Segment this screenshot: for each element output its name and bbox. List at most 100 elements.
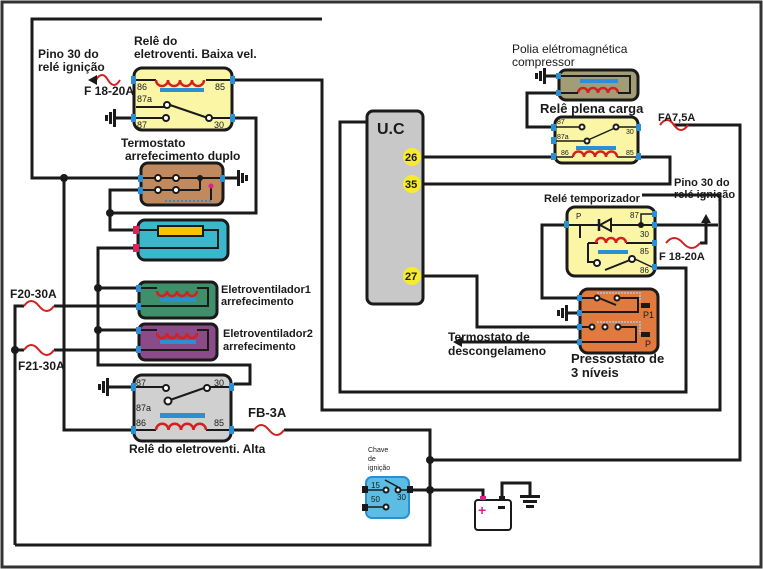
label-termostato-desc-line2: descongelameno (448, 344, 546, 358)
pin-p: P (645, 339, 651, 349)
wires (13, 17, 742, 547)
junction-dot (426, 486, 434, 494)
uc-pin-27-label: 27 (405, 271, 417, 283)
fuse-f21 (23, 344, 55, 356)
pin-86: 86 (136, 418, 146, 428)
fuse-fb (253, 424, 285, 436)
arrow-up-icon (701, 214, 711, 223)
label-rele-baixa-line1: Relê do (134, 34, 177, 48)
wire-temp-p (540, 223, 578, 300)
battery-plus-icon: + (478, 502, 486, 518)
pin-85: 85 (214, 418, 224, 428)
wire-resistor-bottom (96, 246, 252, 386)
label-polia-line2: compressor (512, 55, 575, 69)
battery-minus-icon (498, 506, 505, 509)
label-termostato-desc-line1: Termostato de (448, 330, 530, 344)
pin-87a: 87a (136, 403, 151, 413)
chave-ignicao (362, 476, 413, 519)
pin-87: 87 (557, 119, 565, 126)
ground-icon (105, 109, 135, 127)
label-pressostato-line1: Pressostato de (571, 351, 664, 366)
uc-pin-35 (403, 175, 421, 193)
wire-polia (525, 91, 557, 129)
relay-plena-carga (551, 115, 641, 165)
fuses (23, 74, 701, 436)
wire-battery-plus (430, 488, 485, 500)
ground-icon (520, 495, 540, 508)
junction-dot (106, 209, 114, 217)
pin-87: 87 (630, 211, 639, 220)
pin-85: 85 (640, 247, 649, 256)
unidade-de-comando (365, 109, 425, 306)
pin-87a: 87a (557, 134, 569, 141)
pin-86: 86 (640, 266, 649, 275)
termostato-arrefecimento-duplo (138, 161, 225, 207)
wire-pino30-right (700, 222, 708, 245)
relay-baixa-velocidade (131, 66, 235, 132)
label-fuse-f18-right: F 18-20A (659, 251, 705, 263)
polia-eletromagnetica-compressor (556, 68, 640, 102)
label-fuse-f20: F20-30A (10, 287, 57, 301)
uc-pin-26-label: 26 (405, 152, 417, 164)
uc-pin-27 (403, 267, 421, 285)
pin-30: 30 (214, 378, 224, 388)
wire-uc35 (420, 155, 672, 186)
fuse-fa (659, 119, 689, 131)
label-rele-temp: Relé temporizador (544, 193, 641, 205)
pin-30: 30 (214, 120, 224, 130)
label-eletrovent2-line1: Eletroventilador2 (223, 328, 313, 340)
ground-icon (535, 68, 557, 84)
fuse-f18-left (95, 74, 121, 86)
pin-30: 30 (397, 493, 406, 502)
wire-temp-86 (338, 120, 688, 394)
wire-85-baixa (232, 78, 722, 412)
pressostato-3-niveis (577, 287, 660, 355)
pin-85: 85 (215, 82, 225, 92)
uc-pin-35-label: 35 (405, 179, 417, 191)
junction-dot (94, 326, 102, 334)
label-rele-plena: Relê plena carga (540, 101, 644, 116)
label-eletrovent2-line2: arrefecimento (223, 341, 296, 353)
label-chave-line3: ignição (368, 465, 390, 472)
label-pino30-right-line1: Pino 30 do (674, 177, 730, 189)
pin-87: 87 (136, 378, 146, 388)
pin-50: 50 (371, 495, 380, 504)
label-fuse-fb: FB-3A (248, 405, 287, 420)
pin-86: 86 (137, 82, 147, 92)
pin-p1: P1 (643, 310, 654, 320)
pin-15: 15 (371, 481, 380, 490)
wire-left-thermo (30, 19, 140, 180)
label-eletrovent1-line2: arrefecimento (221, 296, 294, 308)
wire-ign-to-fa (430, 123, 742, 462)
arrow-left-icon (88, 75, 97, 85)
uc-label: U.C (377, 121, 405, 138)
ground-icon (98, 378, 133, 396)
wire-f20-left (13, 304, 24, 545)
eletroventilador-2 (136, 322, 219, 362)
label-chave-line1: Chave (368, 447, 388, 454)
label-fuse-f21: F21-30A (18, 359, 65, 373)
pin-p: P (576, 212, 581, 221)
arrow-left-icon (453, 337, 462, 347)
eletroventilador-1 (136, 280, 219, 320)
wire-battery-minus (500, 481, 532, 500)
label-termostato-line1: Termostato (121, 136, 185, 150)
label-chave-line2: de (368, 456, 376, 463)
label-termostato-line2: arrefecimento duplo (125, 149, 240, 163)
fuse-f18-right (665, 237, 701, 249)
junction-dot (426, 456, 434, 464)
relay-temporizador (564, 205, 657, 278)
wire-30-baixa (108, 116, 258, 215)
label-polia-line1: Polia elétromagnética (512, 42, 628, 56)
wire-uc27 (420, 274, 578, 329)
label-fuse-fa: FA7,5A (658, 112, 695, 124)
pin-30: 30 (626, 129, 634, 136)
wire-resistor-top (108, 213, 136, 232)
uc-pin-26 (403, 148, 421, 166)
label-fuse-f18-left: F 18-20A (84, 84, 134, 98)
label-pressostato-line2: 3 níveis (571, 365, 619, 380)
relay-alta-velocidade (131, 373, 234, 443)
pin-87a: 87a (137, 94, 152, 104)
ground-icon (225, 170, 248, 186)
label-eletrovent1-line1: Eletroventilador1 (221, 284, 311, 296)
